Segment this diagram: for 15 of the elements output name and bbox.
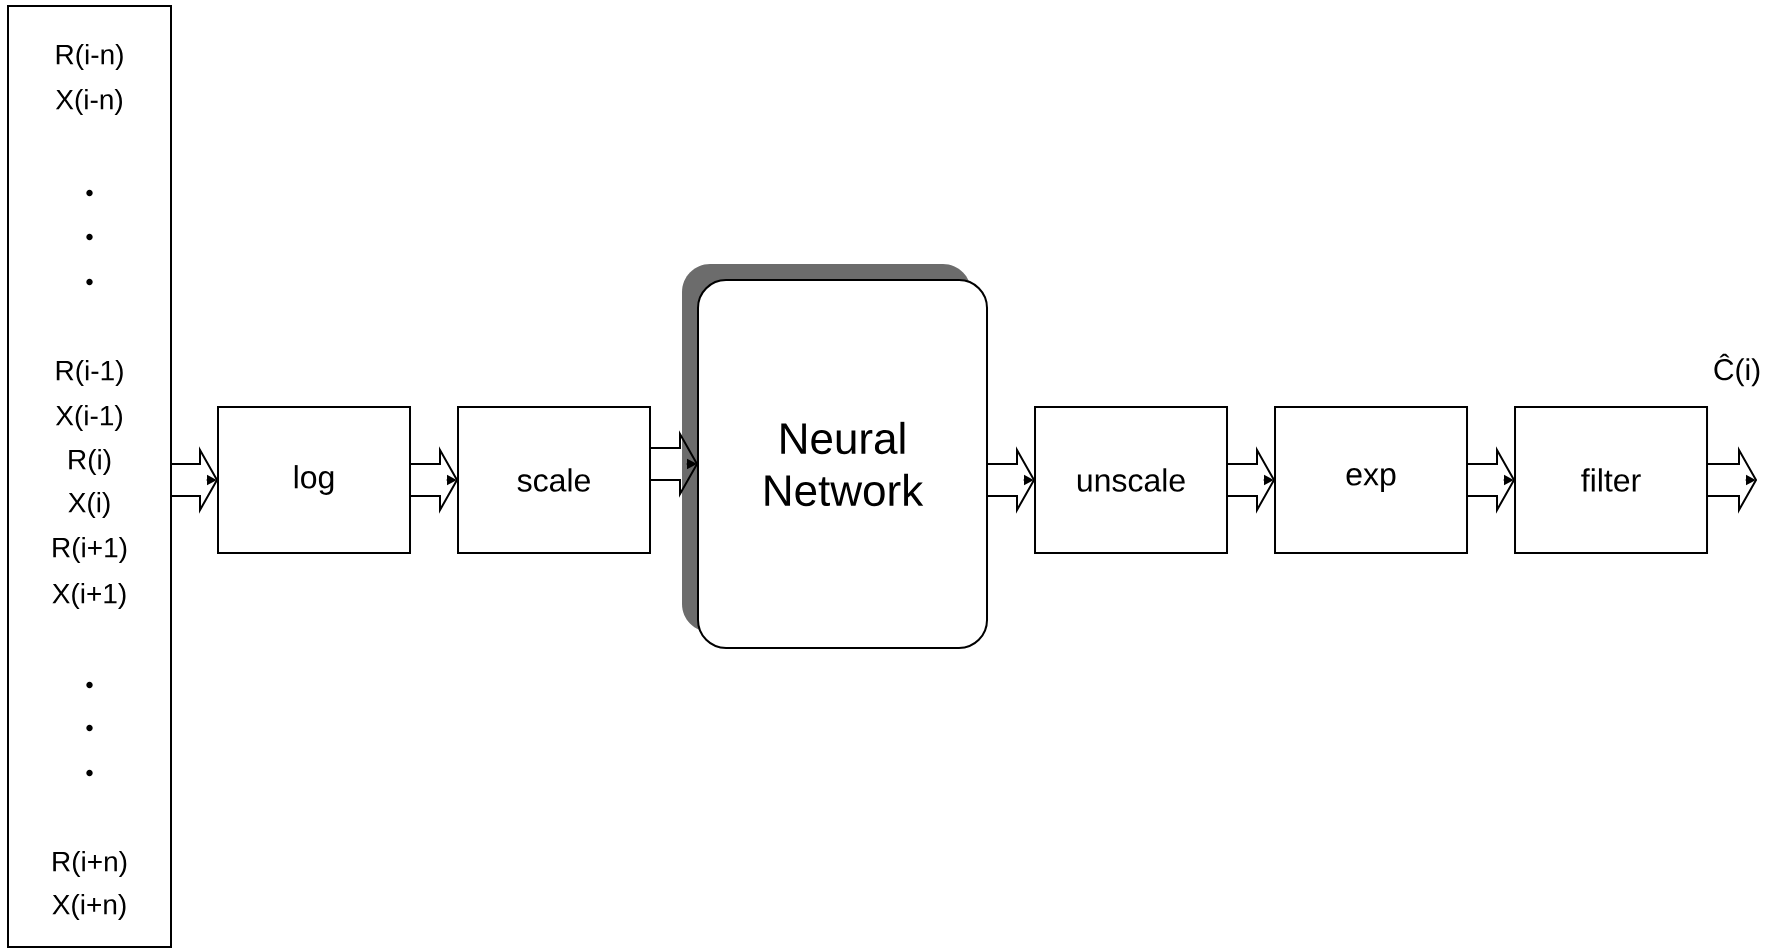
block-arrow — [1707, 446, 1757, 514]
input-column-box: R(i-n) X(i-n) R(i-1) X(i-1) R(i) X(i) R(i+1) X(i+1) R(i+n) X(i+n) — [7, 5, 172, 948]
process-box: filter — [1514, 406, 1708, 554]
process-box: scale — [457, 406, 651, 554]
block-arrow — [171, 446, 218, 514]
output-label: Ĉ(i) — [1714, 353, 1760, 387]
block-arrow — [1467, 446, 1515, 514]
block-arrow — [987, 446, 1035, 514]
process-box: log — [217, 406, 411, 554]
process-box: unscale — [1034, 406, 1228, 554]
block-arrow — [410, 446, 458, 514]
process-box: exp — [1274, 406, 1468, 554]
block-arrow — [650, 430, 698, 498]
network-box: Neural Network — [682, 264, 988, 649]
block-arrow — [1227, 446, 1275, 514]
